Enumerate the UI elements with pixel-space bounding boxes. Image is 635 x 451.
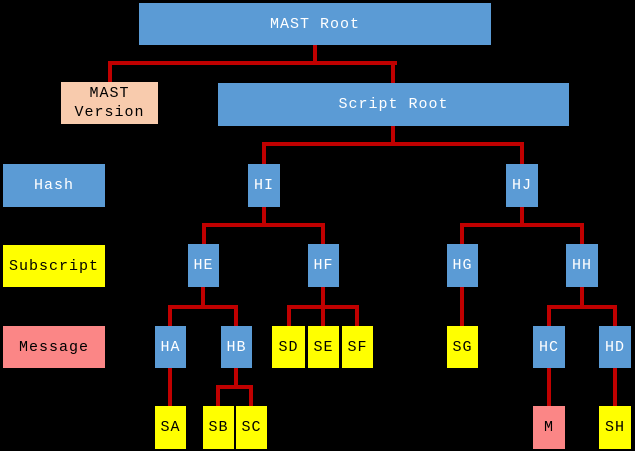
node-sh: SH (599, 406, 631, 449)
node-hc: HC (533, 326, 565, 368)
connector-drop-hc (547, 305, 551, 326)
connector-hg-stem (460, 287, 464, 326)
connector-scriptroot-bar (262, 142, 524, 146)
node-sf: SF (342, 326, 373, 368)
connector-drop-sb (216, 385, 220, 406)
node-sa: SA (155, 406, 186, 449)
connector-hb-bar (216, 385, 253, 389)
legend-message: Message (3, 326, 105, 368)
node-se: SE (308, 326, 339, 368)
node-sb: SB (203, 406, 234, 449)
node-hi: HI (248, 164, 280, 207)
connector-drop-he (202, 223, 206, 244)
connector-drop-ha (168, 305, 172, 326)
connector-drop-scriptroot (391, 61, 395, 83)
node-script-root: Script Root (218, 83, 569, 126)
connector-drop-hb (234, 305, 238, 326)
connector-mastroot-bar (108, 61, 397, 65)
connector-drop-hh (580, 223, 584, 244)
node-mast-root: MAST Root (139, 3, 491, 45)
connector-hc-stem (547, 368, 551, 406)
connector-hj-stem (520, 207, 524, 225)
node-hg: HG (447, 244, 478, 287)
connector-drop-mastversion (108, 61, 112, 82)
node-mast-version: MAST Version (61, 82, 158, 124)
connector-hf-bar (287, 305, 359, 309)
connector-drop-sf (355, 305, 359, 326)
node-sg: SG (447, 326, 478, 368)
node-sd: SD (272, 326, 305, 368)
connector-drop-hf (321, 223, 325, 244)
node-hd: HD (599, 326, 631, 368)
node-hb: HB (221, 326, 252, 368)
connector-he-bar (168, 305, 238, 309)
legend-hash: Hash (3, 164, 105, 207)
connector-hh-bar (547, 305, 617, 309)
legend-subscript: Subscript (3, 245, 105, 287)
node-hf: HF (308, 244, 339, 287)
connector-scriptroot-stem (391, 126, 395, 144)
connector-drop-hj (520, 142, 524, 164)
node-m: M (533, 406, 565, 449)
node-sc: SC (236, 406, 267, 449)
connector-drop-hg (460, 223, 464, 244)
node-he: HE (188, 244, 219, 287)
connector-mastroot-stem (313, 45, 317, 63)
connector-he-stem (201, 287, 205, 307)
connector-hi-bar (202, 223, 325, 227)
connector-hj-bar (460, 223, 584, 227)
node-ha: HA (155, 326, 186, 368)
connector-drop-hi (262, 142, 266, 164)
connector-hi-stem (262, 207, 266, 225)
connector-drop-sc (249, 385, 253, 406)
node-hh: HH (566, 244, 598, 287)
node-hj: HJ (506, 164, 538, 207)
connector-drop-sd (287, 305, 291, 326)
connector-hb-stem (234, 368, 238, 387)
connector-hd-stem (613, 368, 617, 406)
connector-drop-hd (613, 305, 617, 326)
connector-hh-stem (580, 287, 584, 307)
connector-ha-stem (168, 368, 172, 406)
